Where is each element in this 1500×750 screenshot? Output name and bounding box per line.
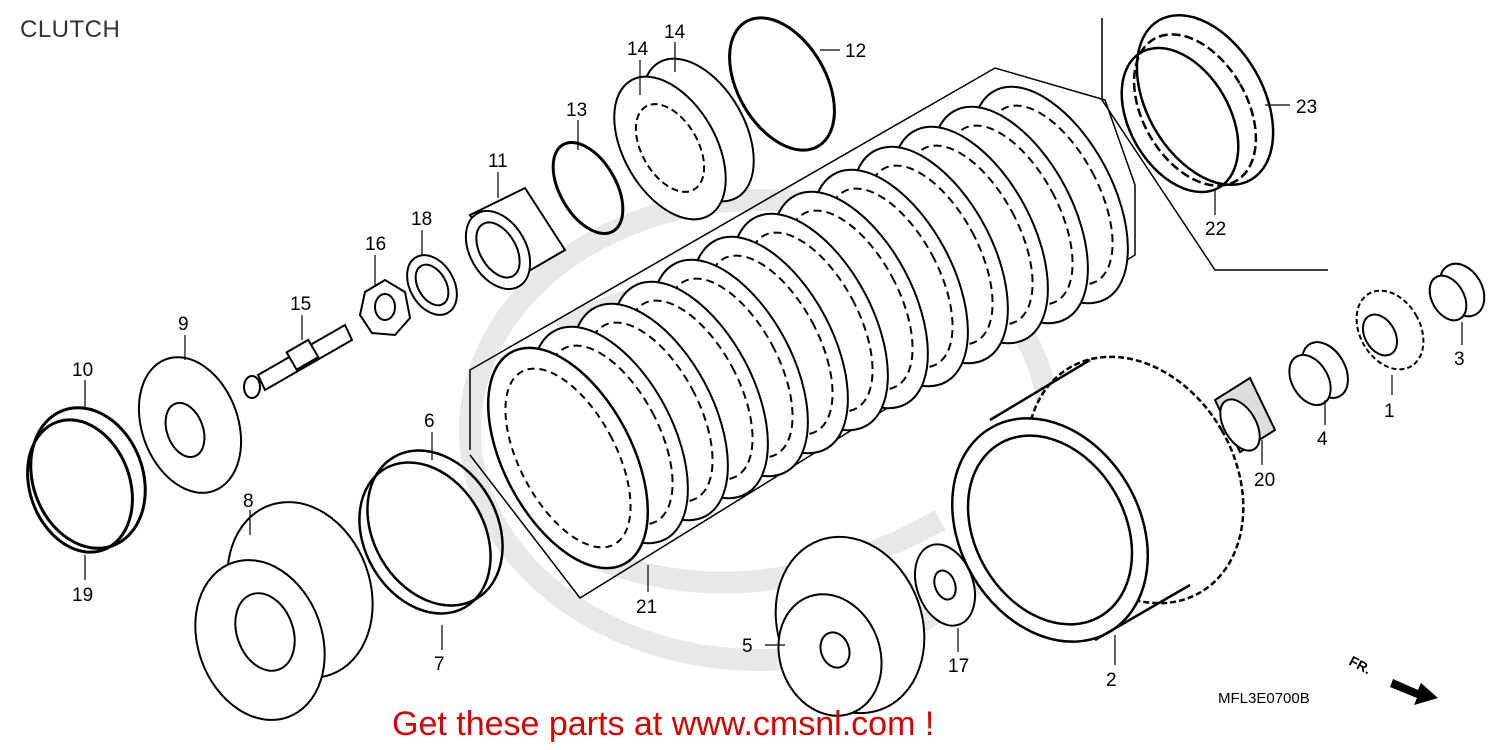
ring-group-bracket <box>1101 18 1328 271</box>
callout-12: 12 <box>845 41 866 62</box>
part-9-plate <box>137 356 243 494</box>
callout-20: 20 <box>1254 470 1275 491</box>
callout-7: 7 <box>434 654 445 675</box>
diagram-code: MFL3E0700B <box>1218 690 1310 707</box>
callout-4: 4 <box>1317 429 1328 450</box>
diagram-title: CLUTCH <box>20 16 121 43</box>
callout-17: 17 <box>948 656 969 677</box>
ring-22-23 <box>1120 13 1275 194</box>
arrow-icon <box>1390 679 1438 705</box>
part-15-bolt <box>243 323 354 399</box>
front-direction-arrow: FR. <box>1347 653 1438 705</box>
promo-link-text[interactable]: Get these parts at www.cmsnl.com ! <box>392 705 935 743</box>
callout-22: 22 <box>1205 219 1226 240</box>
part-4-sleeve <box>1288 341 1349 407</box>
callout-2: 2 <box>1106 670 1117 691</box>
part-3-collar <box>1428 262 1486 322</box>
callout-6: 6 <box>424 411 435 432</box>
part-10-19-ring <box>26 406 147 554</box>
part-11-sleeve <box>464 186 567 290</box>
callout-labels: 1 2 3 4 5 6 7 8 9 10 11 12 13 14 14 15 1… <box>72 22 1465 691</box>
callout-1: 1 <box>1384 401 1395 422</box>
callout-5: 5 <box>742 636 753 657</box>
clutch-plate-stack <box>486 85 1129 570</box>
callout-21: 21 <box>636 597 657 618</box>
part-14-plates <box>613 57 755 221</box>
callout-8: 8 <box>243 491 254 512</box>
part-5-pressure-plate <box>774 535 926 717</box>
callout-11: 11 <box>488 151 508 172</box>
part-2-clutch-basket <box>950 355 1245 643</box>
callout-18: 18 <box>411 209 432 230</box>
plate-stack-outline <box>469 67 1136 599</box>
part-1-gear <box>1355 289 1425 371</box>
callout-14a: 14 <box>627 39 649 60</box>
callout-13: 13 <box>566 100 587 121</box>
part-12-ring <box>728 16 836 152</box>
part-17-washer <box>914 543 976 627</box>
part-8-hub <box>194 501 374 721</box>
part-16-nut <box>358 278 412 337</box>
callout-23: 23 <box>1296 97 1317 118</box>
callout-19: 19 <box>72 585 93 606</box>
fr-label: FR. <box>1347 653 1374 678</box>
callout-15: 15 <box>290 294 311 315</box>
callout-3: 3 <box>1454 349 1465 370</box>
part-18-washer <box>406 254 458 316</box>
callout-10: 10 <box>72 360 93 381</box>
callout-9: 9 <box>178 314 189 335</box>
callout-16: 16 <box>365 234 386 255</box>
callout-14b: 14 <box>664 22 686 43</box>
leader-lines <box>84 42 1463 665</box>
part-13-ring <box>551 140 625 236</box>
part-20-needle-bearing <box>1213 376 1277 454</box>
part-6-7-ring <box>358 449 504 615</box>
